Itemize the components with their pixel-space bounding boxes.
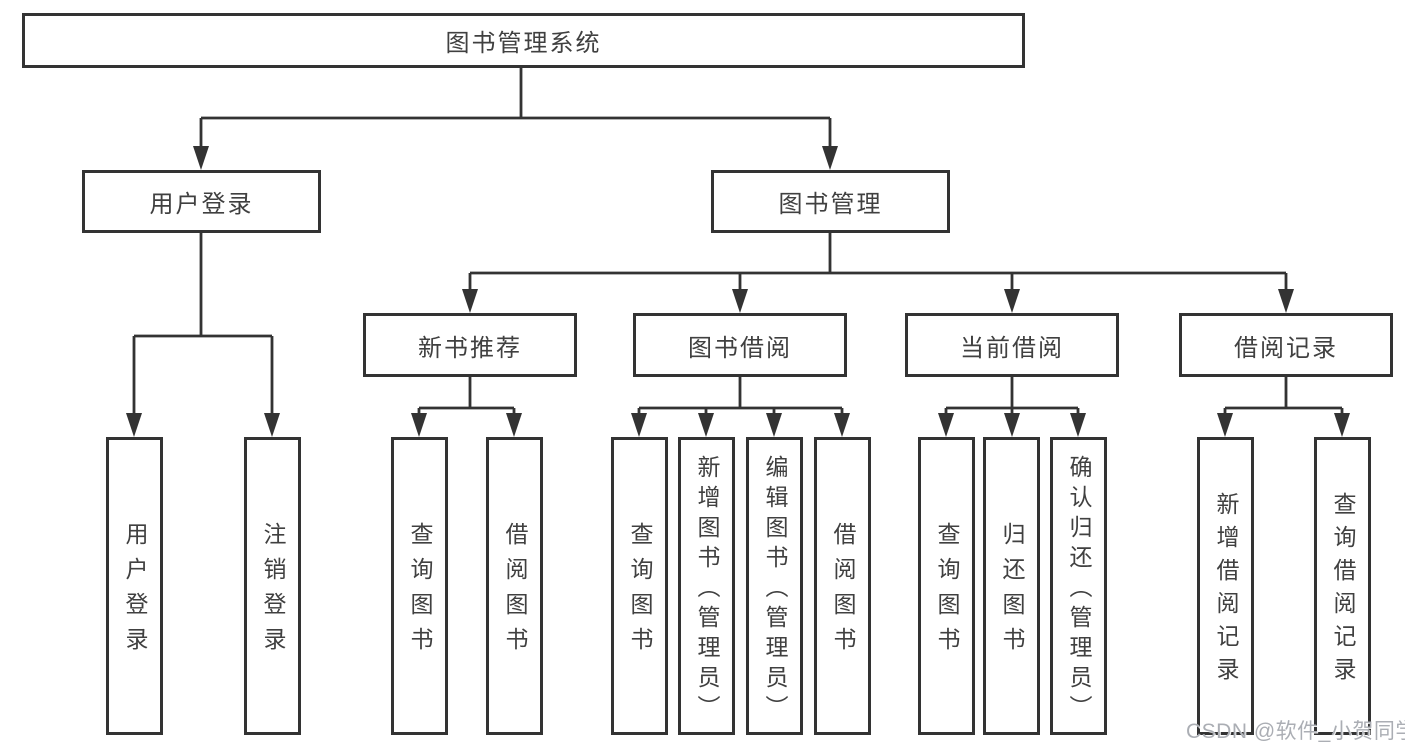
arrowhead-icon <box>126 413 142 437</box>
leaf-borrow-books: 借阅图书 <box>814 437 871 735</box>
connector-bookborrow-to-leaves <box>631 377 850 437</box>
arrowhead-icon <box>1004 289 1020 313</box>
node-root: 图书管理系统 <box>22 13 1025 68</box>
connector-newbooks-to-leaves <box>411 377 522 437</box>
arrowhead-icon <box>822 146 838 170</box>
arrowhead-icon <box>411 413 427 437</box>
arrowhead-icon <box>732 289 748 313</box>
arrowhead-icon <box>631 413 647 437</box>
leaf-query-books-current: 查询图书 <box>918 437 975 735</box>
leaf-query-books-borrow: 查询图书 <box>611 437 668 735</box>
node-user-login-label: 用户登录 <box>149 191 254 218</box>
node-book-management-label: 图书管理 <box>778 191 883 218</box>
leaf-borrow-books-recommend: 借阅图书 <box>486 437 543 735</box>
node-book-borrow-label: 图书借阅 <box>688 334 792 362</box>
watermark: CSDN @软件_小贺同学 <box>1186 720 1405 743</box>
leaf-query-books-recommend: 查询图书 <box>391 437 448 735</box>
connector-currentborrow-to-leaves <box>938 377 1086 437</box>
node-new-book-recommend-label: 新书推荐 <box>418 334 522 362</box>
node-book-management: 图书管理 <box>711 170 950 233</box>
arrowhead-icon <box>1278 289 1294 313</box>
arrowhead-icon <box>1004 413 1020 437</box>
node-current-borrow: 当前借阅 <box>905 313 1119 377</box>
leaf-confirm-return-admin: 确认归还（管理员） <box>1050 437 1107 735</box>
leaf-add-borrow-record: 新增借阅记录 <box>1197 437 1254 735</box>
leaf-user-login: 用户登录 <box>106 437 163 735</box>
connector-borrowrecords-to-leaves <box>1217 377 1350 437</box>
connector-bookmgmt-to-groups <box>462 233 1294 313</box>
node-root-label: 图书管理系统 <box>445 30 602 57</box>
arrowhead-icon <box>264 413 280 437</box>
connector-root-to-level1 <box>193 68 838 170</box>
node-current-borrow-label: 当前借阅 <box>960 334 1064 362</box>
leaf-edit-books-admin: 编辑图书（管理员） <box>746 437 803 735</box>
arrowhead-icon <box>462 289 478 313</box>
node-book-borrow: 图书借阅 <box>633 313 847 377</box>
arrowhead-icon <box>698 413 714 437</box>
leaf-query-borrow-record: 查询借阅记录 <box>1314 437 1371 735</box>
node-borrow-records-label: 借阅记录 <box>1234 334 1338 362</box>
node-new-book-recommend: 新书推荐 <box>363 313 577 377</box>
node-user-login: 用户登录 <box>82 170 321 233</box>
connector-userlogin-to-leaves <box>126 233 280 437</box>
arrowhead-icon <box>506 413 522 437</box>
arrowhead-icon <box>1070 413 1086 437</box>
arrowhead-icon <box>834 413 850 437</box>
arrowhead-icon <box>766 413 782 437</box>
arrowhead-icon <box>193 146 209 170</box>
leaf-add-books-admin: 新增图书（管理员） <box>678 437 735 735</box>
arrowhead-icon <box>1217 413 1233 437</box>
leaf-logout: 注销登录 <box>244 437 301 735</box>
arrowhead-icon <box>938 413 954 437</box>
arrowhead-icon <box>1334 413 1350 437</box>
leaf-return-books: 归还图书 <box>983 437 1040 735</box>
node-borrow-records: 借阅记录 <box>1179 313 1393 377</box>
